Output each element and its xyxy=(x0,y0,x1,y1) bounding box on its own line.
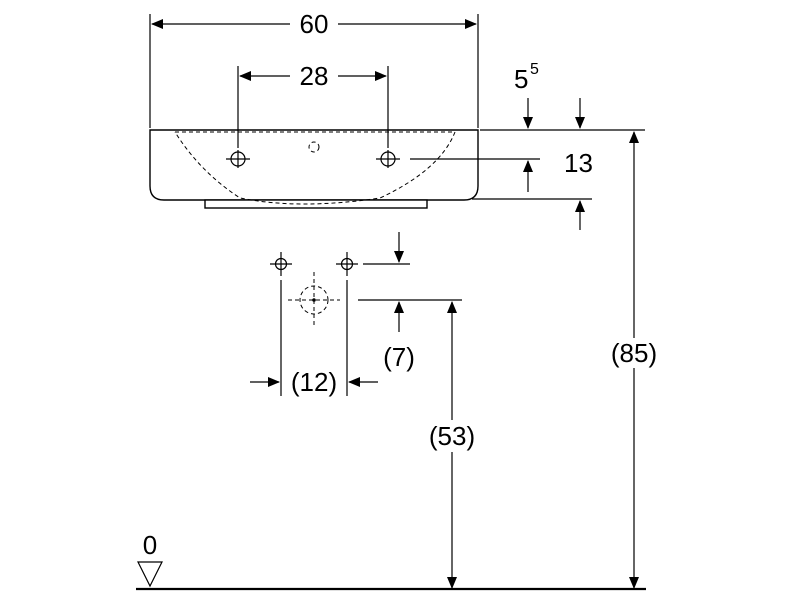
label-tap-spacing: 28 xyxy=(300,61,329,91)
tap-hole-right-icon xyxy=(376,150,400,168)
dimension-width-total: 60 xyxy=(149,9,479,128)
basin-base xyxy=(204,199,428,209)
floor-level: 0 xyxy=(136,530,646,591)
tap-hole-left-icon xyxy=(226,150,250,168)
label-rim-thickness: 5 xyxy=(514,64,528,94)
label-drain-height: (53) xyxy=(429,421,475,451)
overflow-hole-icon xyxy=(308,141,320,153)
dimension-supply-offset: (7) xyxy=(358,232,462,372)
basin-outline xyxy=(149,129,479,201)
connection-points xyxy=(270,252,358,328)
level-marker-icon xyxy=(137,561,163,588)
label-floor-level: 0 xyxy=(143,530,157,560)
dimension-drain-height: (53) xyxy=(418,301,488,589)
dimension-basin-depth: 13 xyxy=(410,148,593,230)
dimension-rim-thickness: 5 5 xyxy=(480,61,645,131)
label-basin-depth: 13 xyxy=(564,148,593,178)
label-overall-height: (85) xyxy=(611,338,657,368)
label-rim-thickness-sup: 5 xyxy=(530,61,539,78)
dimension-supply-spacing: (12) xyxy=(250,280,378,397)
drain-icon xyxy=(288,272,340,328)
supply-right-icon xyxy=(336,252,358,276)
label-supply-spacing: (12) xyxy=(291,367,337,397)
label-width-total: 60 xyxy=(300,9,329,39)
dimension-overall-height: (85) xyxy=(598,131,670,589)
label-supply-offset: (7) xyxy=(383,342,415,372)
basin-bowl-hidden-line xyxy=(174,131,456,205)
dimension-tap-spacing: 28 xyxy=(237,61,389,148)
supply-left-icon xyxy=(270,252,292,276)
washbasin xyxy=(149,129,479,209)
